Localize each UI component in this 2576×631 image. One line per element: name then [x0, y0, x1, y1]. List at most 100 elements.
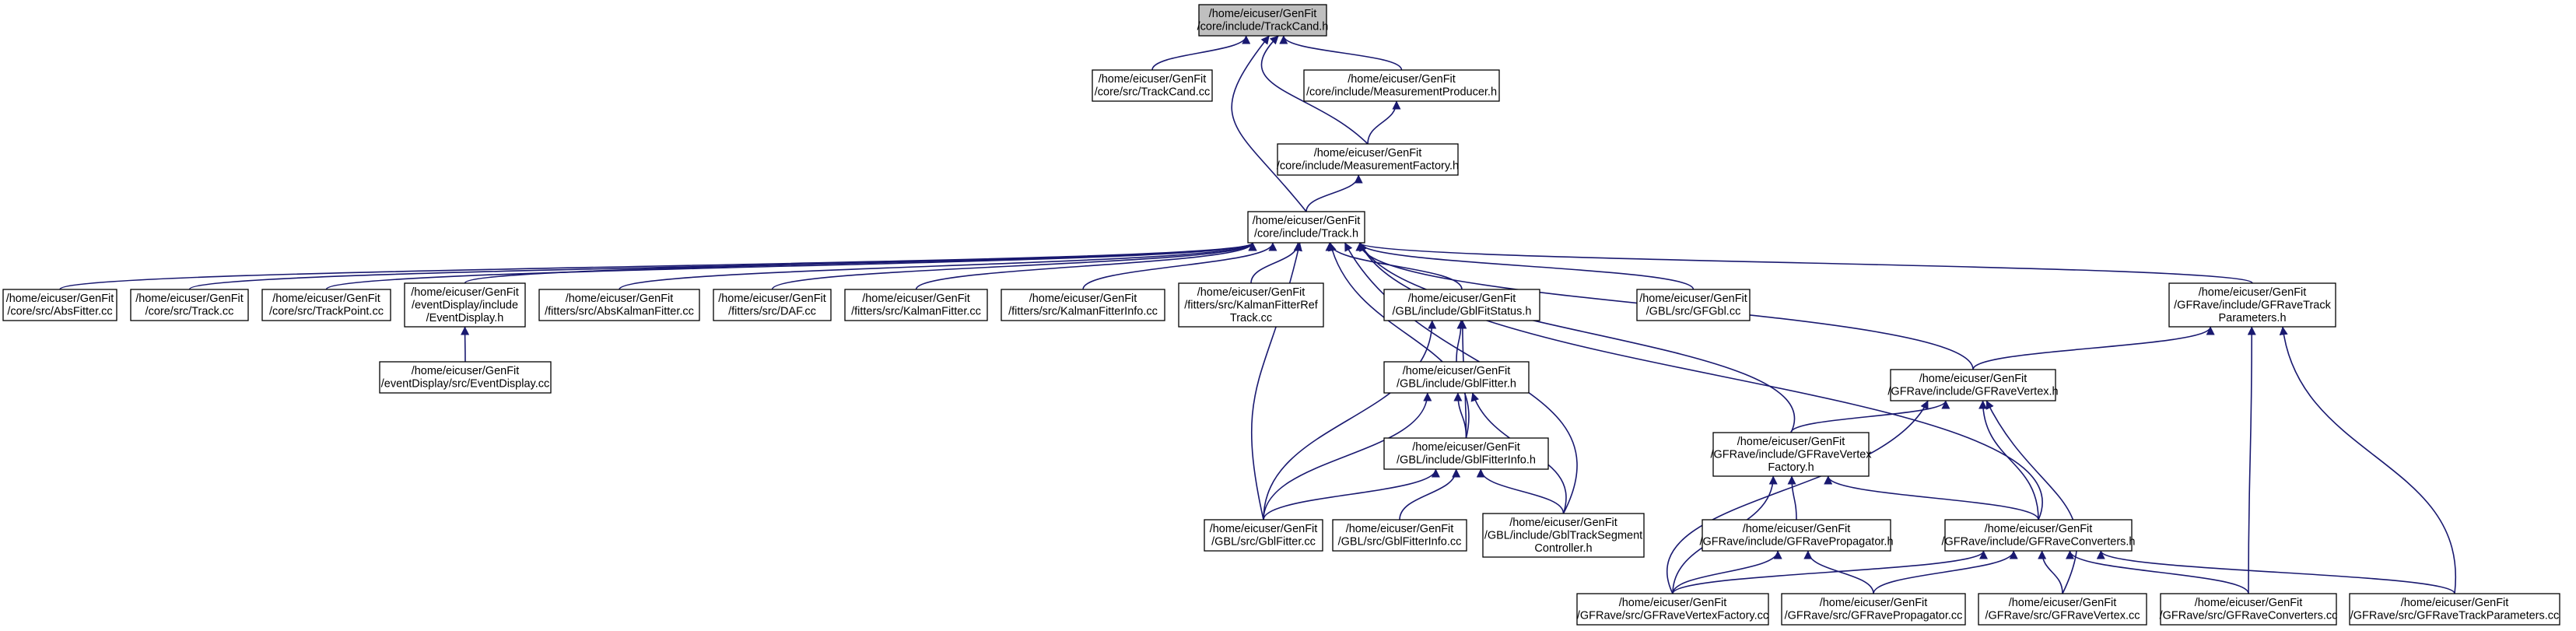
node-trackpoint_cc[interactable]: /home/eicuser/GenFit/core/src/TrackPoint… — [261, 289, 391, 321]
edge-gblfitterinfo_h-to-gblfitter_h — [1453, 392, 1467, 439]
node-label-line: /GBL/src/GblFitter.cc — [1211, 536, 1316, 549]
node-measprod_h[interactable]: /home/eicuser/GenFit/core/include/Measur… — [1303, 69, 1500, 102]
node-box — [1198, 4, 1327, 37]
node-label-line: /core/src/AbsFitter.cc — [7, 306, 112, 318]
edge-gblfitter_cc-to-gblfitstatus_h — [1263, 320, 1437, 521]
node-eventdisplay_cc[interactable]: /home/eicuser/GenFit/eventDisplay/src/Ev… — [379, 361, 552, 394]
node-box — [2160, 593, 2337, 626]
node-gblfitterinfo_cc[interactable]: /home/eicuser/GenFit/GBL/src/GblFitterIn… — [1332, 519, 1467, 552]
edge-measprod_h-to-trackcand_h — [1279, 35, 1403, 71]
node-gfravevertexfact_cc[interactable]: /home/eicuser/GenFit/GFRave/src/GFRaveVe… — [1576, 593, 1769, 626]
edge-gfravevertexfact_cc-to-gfravepropagator_h — [1672, 550, 1782, 594]
node-label-line: /home/eicuser/GenFit — [1408, 293, 1516, 305]
node-gfravetrackparams_cc[interactable]: /home/eicuser/GenFit/GFRave/src/GFRaveTr… — [2349, 593, 2560, 626]
node-box — [1636, 289, 1751, 321]
node-label-line: /GFRave/include/GFRaveTrack — [2174, 299, 2331, 311]
node-label-line: /home/eicuser/GenFit — [1509, 517, 1617, 529]
node-box — [404, 282, 526, 328]
node-label-line: /fitters/src/KalmanFitterInfo.cc — [1008, 306, 1158, 318]
node-label-line: Parameters.h — [2218, 312, 2286, 324]
edge-gblfitter_h-to-gblfitstatus_h — [1456, 320, 1466, 363]
node-label-line: /GFRave/include/GFRaveVertex — [1710, 448, 1872, 461]
edge-gfravepropagator_h-to-gfravevertexfact_h — [1787, 475, 1797, 521]
node-label-line: Factory.h — [1768, 461, 1814, 474]
node-gfravepropagator_cc[interactable]: /home/eicuser/GenFit/GFRave/src/GFRavePr… — [1781, 593, 1966, 626]
edge-gfravevertexfact_cc-to-gfravevertex_h — [1666, 400, 1929, 594]
node-label-line: /core/include/MeasurementFactory.h — [1277, 160, 1459, 173]
node-label-line: /GFRave/include/GFRavePropagator.h — [1699, 536, 1893, 549]
node-box — [1383, 437, 1549, 470]
node-measfact_h[interactable]: /home/eicuser/GenFit/core/include/Measur… — [1277, 143, 1459, 176]
edge-eventdisplay_h-to-track_h — [464, 242, 1257, 284]
node-track_cc[interactable]: /home/eicuser/GenFit/core/src/Track.cc — [130, 289, 249, 321]
node-box — [1277, 143, 1459, 176]
node-box — [130, 289, 249, 321]
node-label-line: /home/eicuser/GenFit — [1743, 523, 1851, 535]
node-label-line: /GFRave/src/GFRaveTrackParameters.cc — [2350, 610, 2560, 622]
node-kalmanref_cc[interactable]: /home/eicuser/GenFit/fitters/src/KalmanF… — [1178, 282, 1324, 328]
node-label-line: /GBL/src/GFGbl.cc — [1646, 306, 1741, 318]
node-daf_cc[interactable]: /home/eicuser/GenFit/fitters/src/DAF.cc — [713, 289, 832, 321]
node-gfravepropagator_h[interactable]: /home/eicuser/GenFit/GFRave/include/GFRa… — [1699, 519, 1894, 552]
node-box — [713, 289, 832, 321]
node-box — [1712, 432, 1870, 477]
node-kalmaninfo_cc[interactable]: /home/eicuser/GenFit/fitters/src/KalmanF… — [1001, 289, 1165, 321]
node-label-line: /home/eicuser/GenFit — [1919, 373, 2028, 385]
node-label-line: /fitters/src/AbsKalmanFitter.cc — [545, 306, 694, 318]
node-box — [1247, 211, 1365, 244]
node-label-line: /home/eicuser/GenFit — [2009, 597, 2117, 609]
node-gfravevertex_cc[interactable]: /home/eicuser/GenFit/GFRave/src/GFRaveVe… — [1978, 593, 2147, 626]
node-label-line: /home/eicuser/GenFit — [2195, 597, 2303, 609]
node-label-line: /home/eicuser/GenFit — [6, 293, 114, 305]
node-box — [538, 289, 700, 321]
node-gfravevertexfact_h[interactable]: /home/eicuser/GenFit/GFRave/include/GFRa… — [1710, 432, 1872, 477]
node-gblfitterinfo_h[interactable]: /home/eicuser/GenFit/GBL/include/GblFitt… — [1383, 437, 1549, 470]
node-absfitter_cc[interactable]: /home/eicuser/GenFit/core/src/AbsFitter.… — [2, 289, 117, 321]
node-box — [1944, 519, 2133, 552]
edge-gfraveconverters_h-to-gfravevertexfact_h — [1824, 475, 2039, 521]
node-label-line: /home/eicuser/GenFit — [1619, 597, 1727, 609]
node-label-line: /home/eicuser/GenFit — [411, 286, 519, 299]
edges-layer — [59, 35, 2457, 594]
edge-gblfitstatus_h-to-track_h — [1325, 242, 1463, 290]
edge-gfraveconverters_h-to-gfravevertex_h — [1978, 400, 2039, 521]
node-box — [1978, 593, 2147, 626]
edge-gbltrackseg_h-to-gblfitterinfo_h — [1476, 468, 1565, 514]
node-trackcand_cc[interactable]: /home/eicuser/GenFit/core/src/TrackCand.… — [1092, 69, 1213, 102]
edge-gfravetrackparams_cc-to-gfravetrack_h — [2279, 326, 2457, 594]
edge-track_h-to-trackcand_h — [1231, 35, 1307, 212]
node-eventdisplay_h[interactable]: /home/eicuser/GenFit/eventDisplay/includ… — [404, 282, 526, 328]
node-gfravetrack_h[interactable]: /home/eicuser/GenFit/GFRave/include/GFRa… — [2168, 282, 2336, 328]
node-label-line: /home/eicuser/GenFit — [272, 293, 380, 305]
edge-gfraveconverters_cc-to-gfraveconverters_h — [2066, 550, 2249, 594]
node-track_h[interactable]: /home/eicuser/GenFit/core/include/Track.… — [1247, 211, 1365, 244]
node-label-line: /home/eicuser/GenFit — [1737, 436, 1845, 448]
node-gfravevertex_h[interactable]: /home/eicuser/GenFit/GFRave/include/GFRa… — [1887, 369, 2059, 401]
node-trackcand_h[interactable]: /home/eicuser/GenFit/core/include/TrackC… — [1197, 4, 1329, 37]
node-abskalman_cc[interactable]: /home/eicuser/GenFit/fitters/src/AbsKalm… — [538, 289, 700, 321]
node-label-line: /home/eicuser/GenFit — [135, 293, 244, 305]
edge-gfravevertex_cc-to-gfraveconverters_h — [2038, 550, 2063, 594]
node-label-line: /home/eicuser/GenFit — [566, 293, 674, 305]
edge-gfravepropagator_cc-to-gfravepropagator_h — [1803, 550, 1874, 594]
node-label-line: /home/eicuser/GenFit — [1403, 365, 1511, 377]
node-box — [261, 289, 391, 321]
node-box — [1178, 282, 1324, 328]
edge-trackcand_cc-to-trackcand_h — [1151, 35, 1251, 71]
node-gblfitstatus_h[interactable]: /home/eicuser/GenFit/GBL/include/GblFitS… — [1383, 289, 1540, 321]
node-label-line: /home/eicuser/GenFit — [1210, 523, 1318, 535]
node-gblfitter_cc[interactable]: /home/eicuser/GenFit/GBL/src/GblFitter.c… — [1204, 519, 1323, 552]
edge-gblfitterinfo_h-to-track_h — [1327, 242, 1470, 439]
node-kalman_cc[interactable]: /home/eicuser/GenFit/fitters/src/KalmanF… — [844, 289, 988, 321]
node-box — [1576, 593, 1769, 626]
edge-gblfitterinfo_cc-to-gblfitterinfo_h — [1399, 468, 1461, 521]
node-gfraveconverters_h[interactable]: /home/eicuser/GenFit/GFRave/include/GFRa… — [1941, 519, 2136, 552]
node-box — [1781, 593, 1966, 626]
node-gbltrackseg_h[interactable]: /home/eicuser/GenFit/GBL/include/GblTrac… — [1482, 513, 1645, 558]
node-gblfitter_h[interactable]: /home/eicuser/GenFit/GBL/include/GblFitt… — [1383, 361, 1530, 394]
node-box — [1890, 369, 2056, 401]
node-label-line: /home/eicuser/GenFit — [1197, 286, 1306, 299]
nodes-layer: /home/eicuser/GenFit/core/include/TrackC… — [2, 4, 2560, 626]
node-gfgbl_cc[interactable]: /home/eicuser/GenFit/GBL/src/GFGbl.cc — [1636, 289, 1751, 321]
node-gfraveconverters_cc[interactable]: /home/eicuser/GenFit/GFRave/src/GFRaveCo… — [2160, 593, 2338, 626]
